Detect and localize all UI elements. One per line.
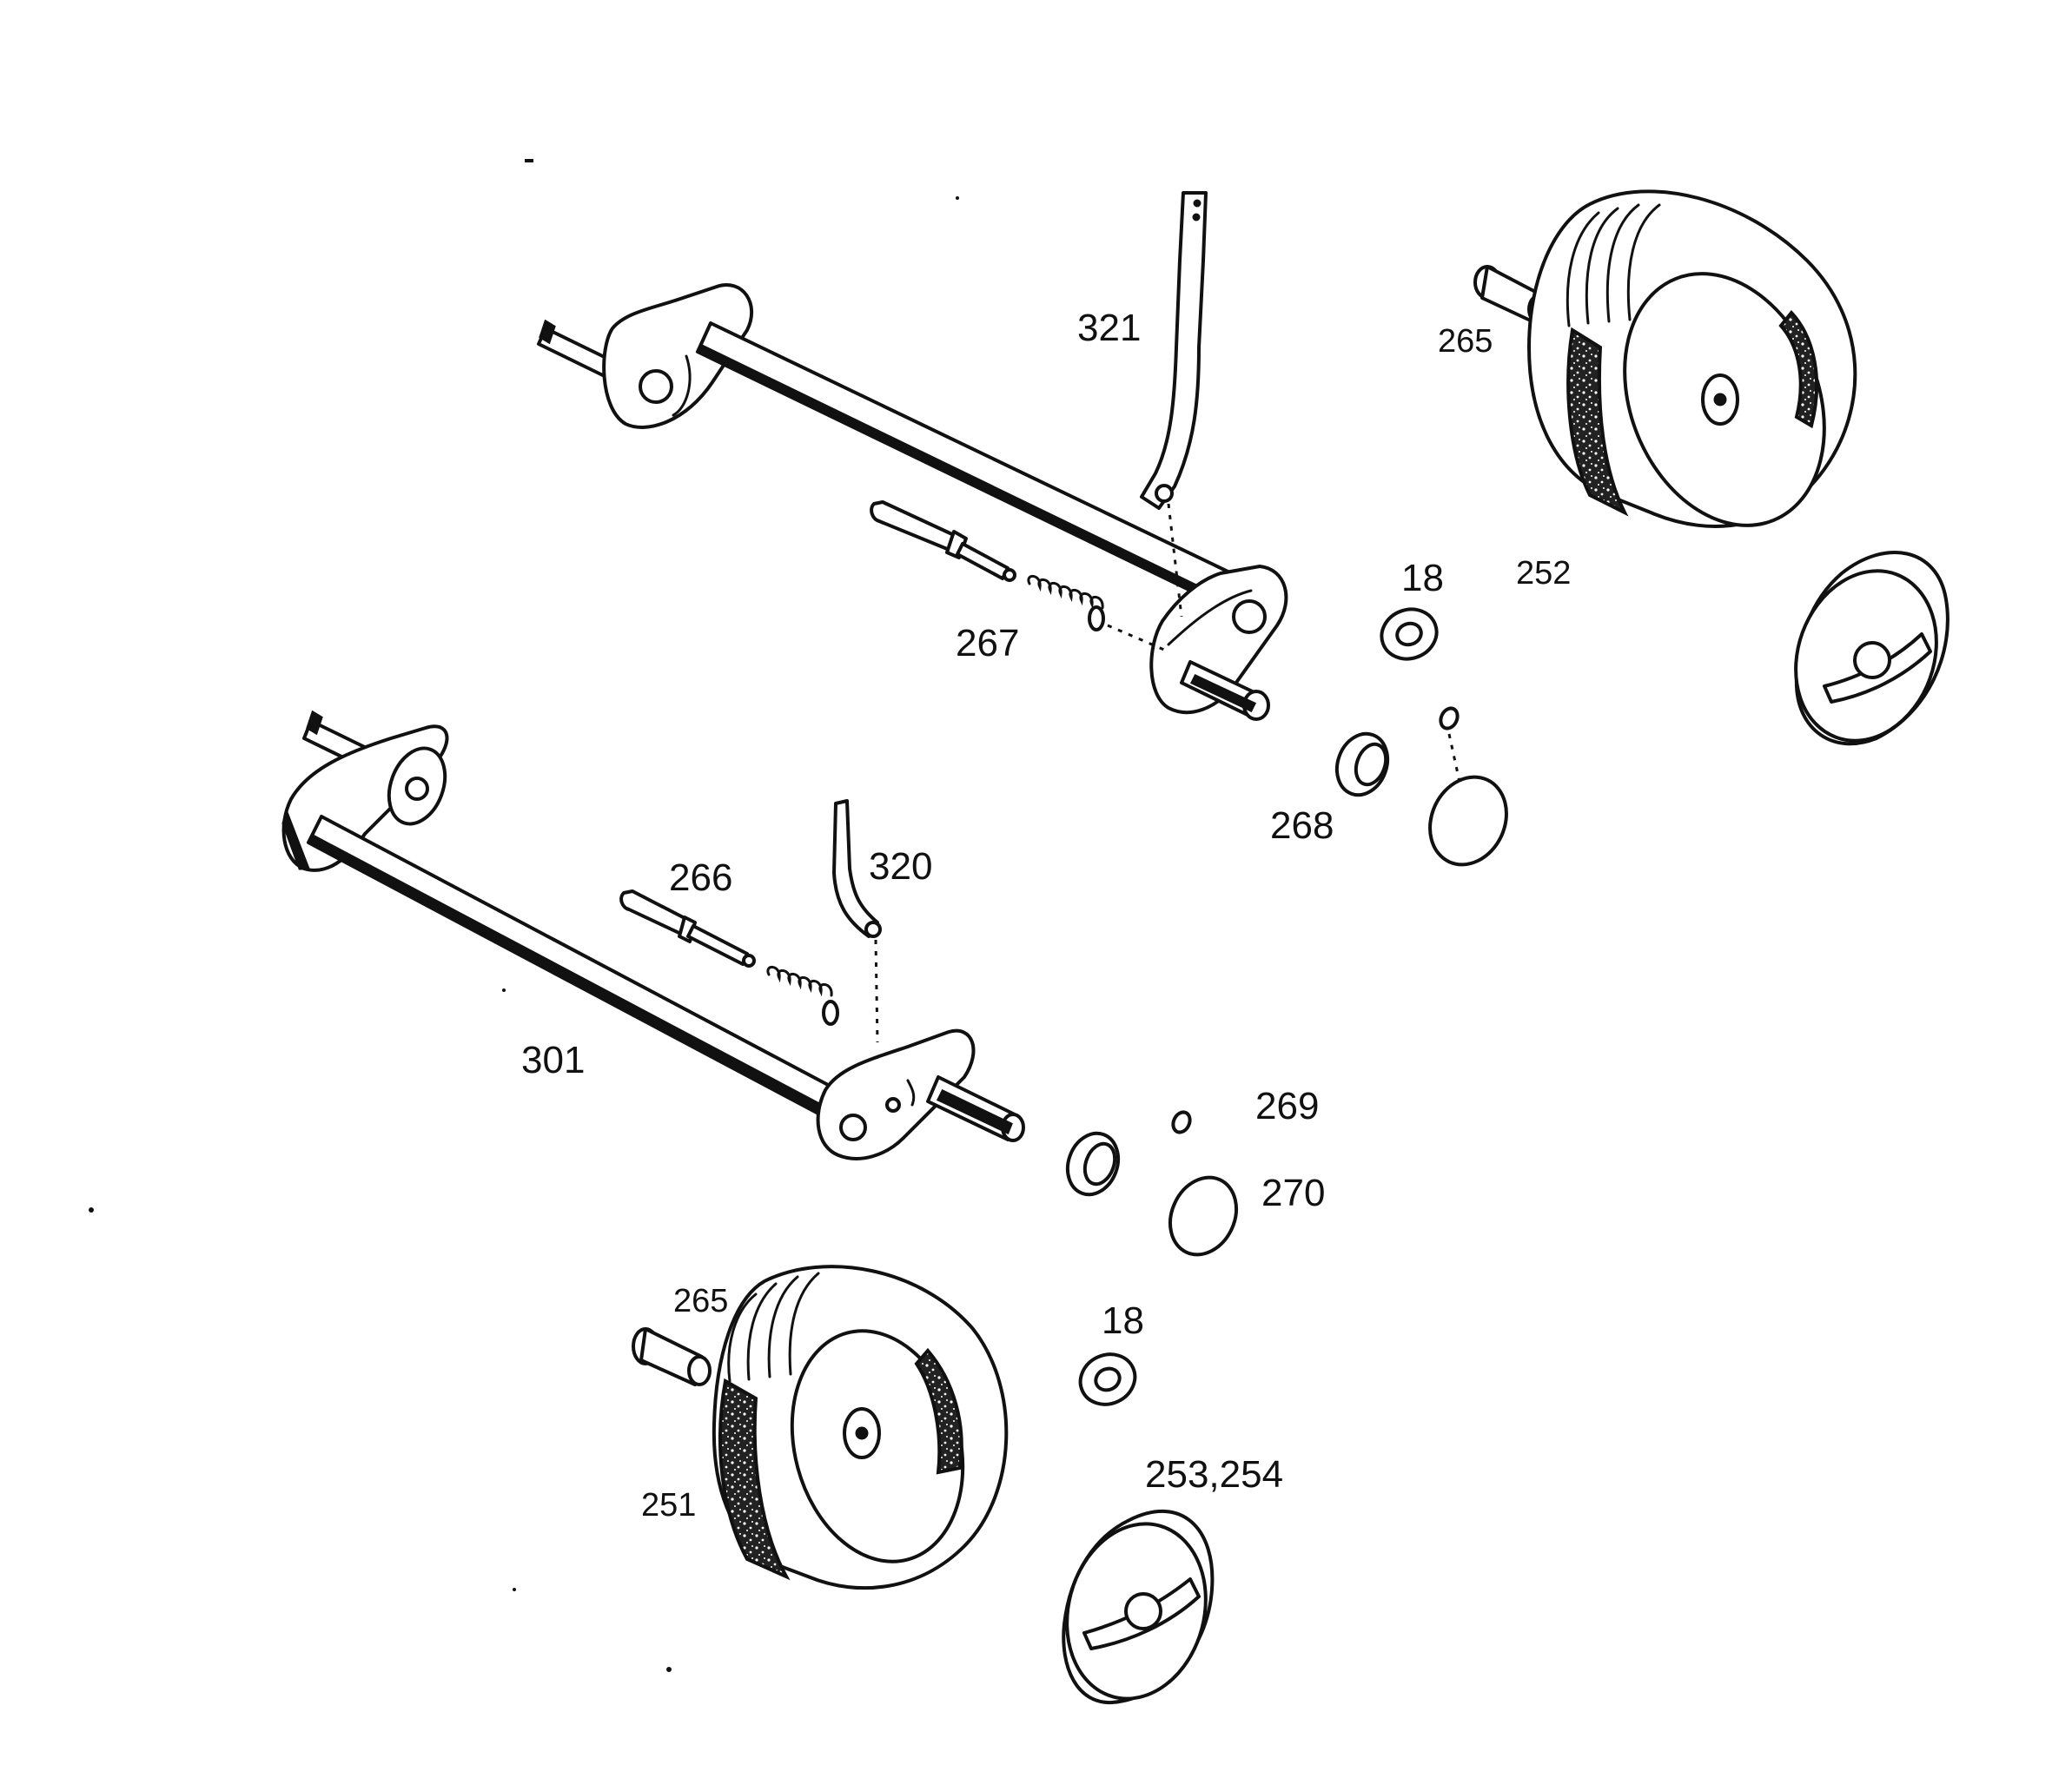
hubcap-upper	[1794, 551, 1950, 746]
callout-268: 268	[1270, 804, 1334, 847]
nut-lower	[1065, 1131, 1121, 1197]
lever-320	[832, 799, 882, 1043]
small-washer-upper	[1439, 706, 1461, 783]
spring-267	[1027, 575, 1165, 651]
small-washer-269	[1171, 1110, 1192, 1134]
spring-266	[766, 966, 839, 1026]
callout-301: 301	[521, 1039, 585, 1081]
pin-267	[870, 500, 1016, 582]
washer-18-lower	[1078, 1352, 1137, 1406]
callout-320: 320	[869, 845, 932, 888]
wheel-252	[1527, 189, 1857, 528]
background-specks	[89, 159, 959, 1672]
callout-270: 270	[1261, 1172, 1325, 1214]
upper-axle-assembly	[537, 283, 1288, 721]
nut-268	[1334, 731, 1390, 797]
pin-266	[619, 889, 756, 968]
callout-251: 251	[641, 1487, 696, 1524]
callout-265-bottom: 265	[673, 1283, 728, 1319]
cap-upper	[1428, 775, 1508, 867]
callout-267: 267	[956, 622, 1019, 664]
cap-270	[1168, 1175, 1238, 1257]
wheel-251	[712, 1265, 1009, 1590]
lower-axle-assembly	[281, 710, 1025, 1160]
hubcap-253-254	[1062, 1509, 1215, 1705]
callout-265-top: 265	[1438, 323, 1493, 360]
callout-266: 266	[669, 856, 732, 899]
washer-18-upper	[1380, 607, 1439, 661]
callout-18-top: 18	[1401, 557, 1444, 599]
callout-269: 269	[1255, 1085, 1319, 1127]
callout-252: 252	[1516, 555, 1571, 592]
callout-labels: 321 265 267 18 252 268 266 320 301 269 2…	[521, 307, 1571, 1524]
hub-bolt-265-lower	[632, 1327, 712, 1386]
lever-321	[1140, 191, 1208, 618]
callout-253-254: 253,254	[1145, 1453, 1283, 1496]
callout-321: 321	[1077, 307, 1141, 349]
callout-18-bottom: 18	[1102, 1299, 1144, 1342]
